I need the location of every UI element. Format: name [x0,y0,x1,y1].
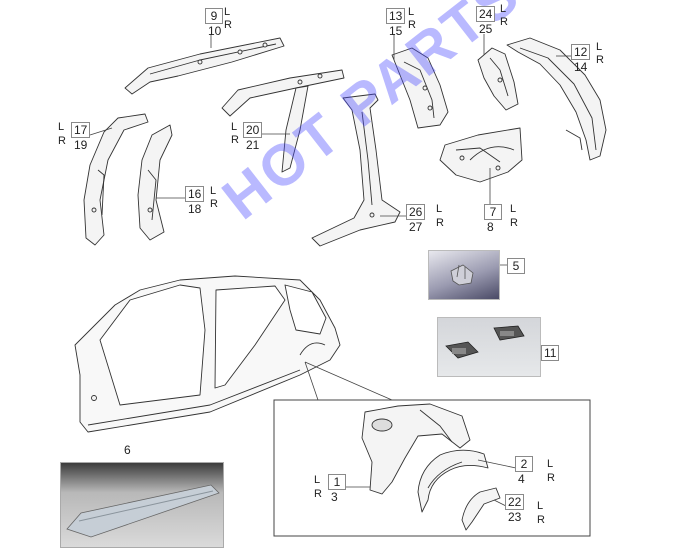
side-label-left: L [547,458,554,470]
side-label-right: R [224,19,232,31]
part-number: 4 [518,472,525,486]
callout-17-19: 17 19 [71,122,91,152]
callout-6: 6 [124,443,131,457]
side-label-left: L [510,203,517,215]
callout-12-14: 12 14 [571,44,591,74]
part-number: 8 [487,220,494,234]
side-label-left: L [436,203,443,215]
side-label-right: R [547,472,555,484]
part-number: 23 [508,510,522,524]
part-number: 19 [74,138,88,152]
side-label-right: R [408,19,416,31]
detail-connector [304,361,393,401]
side-label-left: L [231,121,238,133]
callout-2-4: 2 4 [515,456,533,486]
upper-quarter-inner-part [391,47,449,129]
part-number-box: 13 [386,8,406,24]
part-number-box: 12 [571,44,591,60]
side-label-left: L [537,500,544,512]
side-label-right: R [436,217,444,229]
part-number: 14 [574,60,588,74]
side-label-right: R [314,488,322,500]
part-number: 15 [389,24,403,38]
callout-5: 5 [507,258,525,274]
part-number-box: 24 [476,6,496,22]
part-number-box: 22 [505,494,525,510]
side-label-right: R [500,16,508,28]
part-number-box: 1 [328,474,346,490]
bracket-set-photo [437,317,541,377]
part-number: 3 [331,490,338,504]
roof-rail-part [124,37,285,95]
callout-26-27: 26 27 [406,204,426,234]
part-number: 10 [208,24,222,38]
c-pillar-bracket-part [477,47,519,111]
callout-1-3: 1 3 [328,474,346,504]
callout-22-23: 22 23 [505,494,525,524]
part-number-box: 26 [406,204,426,220]
side-label-left: L [596,41,603,53]
side-label-right: R [231,134,239,146]
rear-wheelhouse-assembly-part [439,127,523,183]
part-number: 21 [246,138,260,152]
part-number-box: 20 [243,122,263,138]
callout-16-18: 16 18 [185,186,205,216]
side-label-right: R [596,54,604,66]
side-label-left: L [408,6,415,18]
side-label-left: L [224,6,231,18]
callout-9-10: 9 10 [205,8,223,38]
side-label-right: R [537,514,545,526]
callout-11: 11 [541,345,560,361]
rocker-panel-photo [60,462,224,548]
side-label-left: L [314,474,321,486]
side-label-right: R [58,135,66,147]
side-label-left: L [210,185,217,197]
clip-photo [428,250,500,300]
roof-side-rail-part [221,69,345,173]
wheelhouse-inner-part [361,403,471,495]
part-number: 25 [479,22,493,36]
side-label-left: L [58,121,65,133]
part-number: 18 [188,202,202,216]
part-number-box: 7 [484,204,502,220]
callout-24-25: 24 25 [476,6,496,36]
side-label-right: R [510,217,518,229]
wheelhouse-bracket-part [461,487,501,531]
part-number-box: 2 [515,456,533,472]
side-label-left: L [500,3,507,15]
body-side-frame-part [74,275,341,433]
a-pillar-inner-part [137,124,173,241]
b-pillar-part [311,93,401,247]
detail-frame [273,399,591,537]
part-number: 27 [409,220,423,234]
part-number-box: 5 [507,258,525,274]
callout-20-21: 20 21 [243,122,263,152]
wheelhouse-outer-part [417,449,489,513]
callout-13-15: 13 15 [386,8,406,38]
d-pillar-outer-part [506,37,607,161]
part-number-box: 16 [185,186,205,202]
side-label-right: R [210,198,218,210]
part-number: 6 [124,443,131,457]
part-number-box: 11 [541,345,560,361]
part-number-box: 9 [205,8,223,24]
part-number-box: 17 [71,122,91,138]
a-pillar-outer-part [83,113,149,246]
callout-7-8: 7 8 [484,204,502,234]
